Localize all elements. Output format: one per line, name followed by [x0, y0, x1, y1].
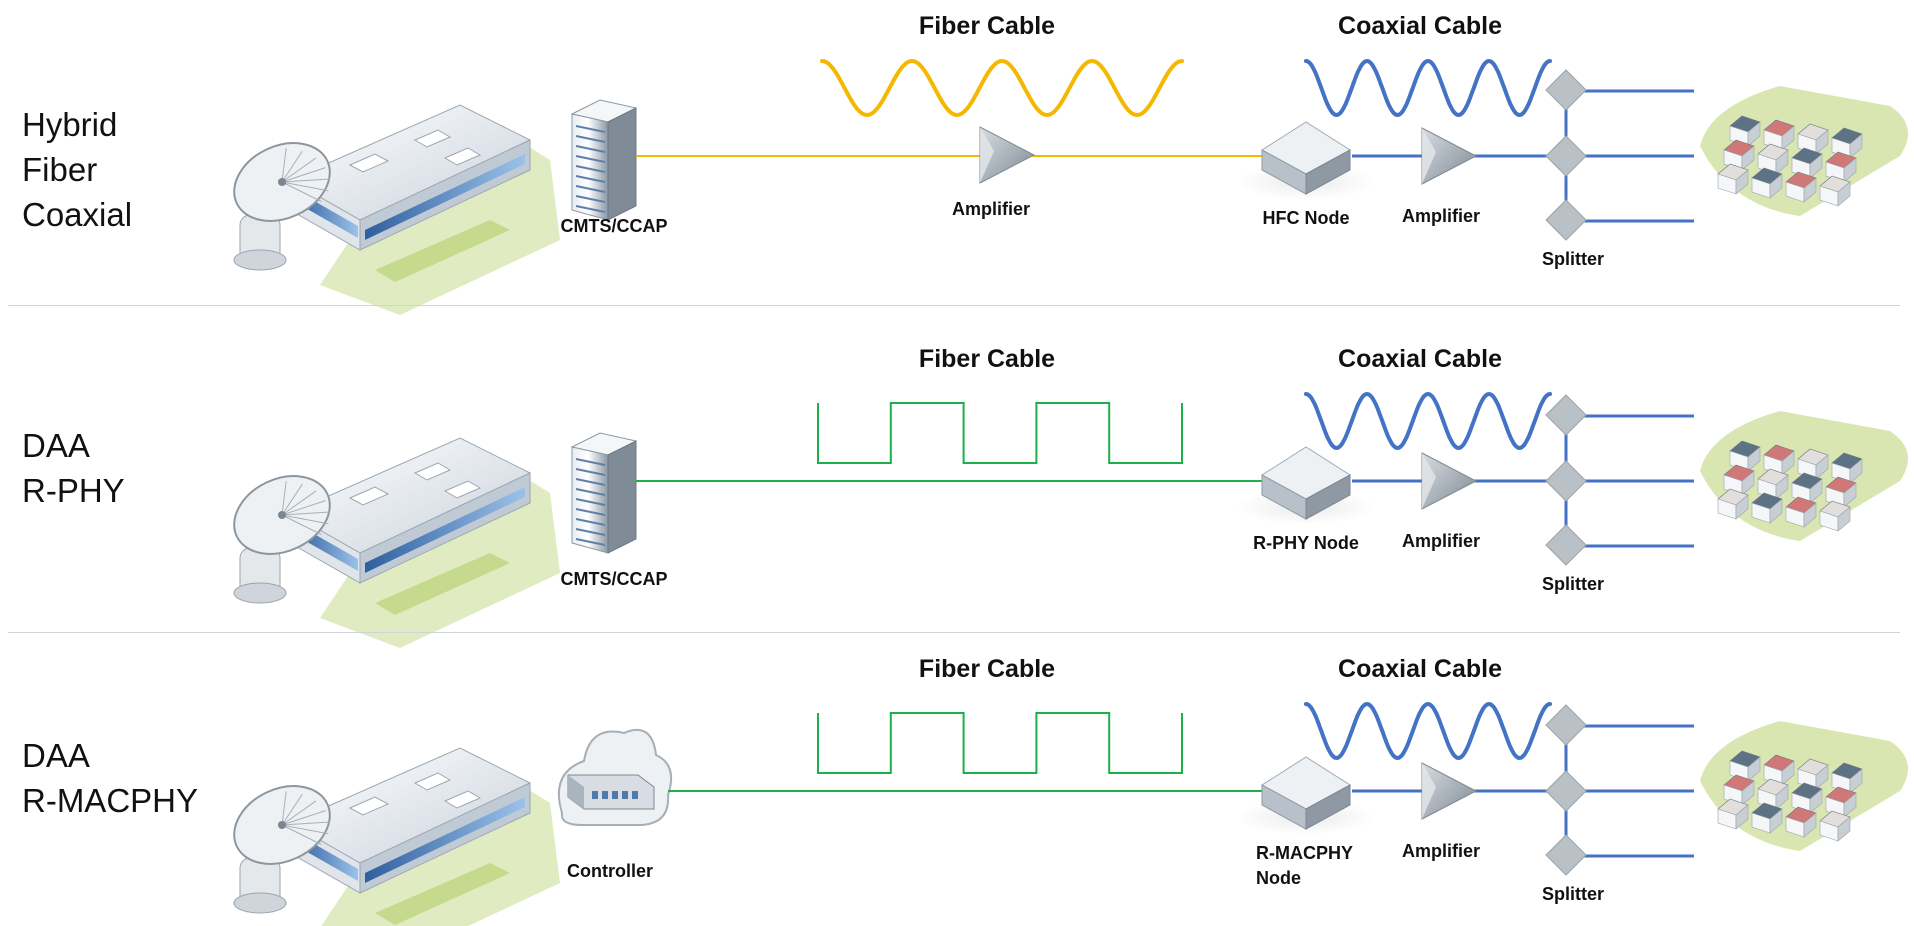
- amplifier-label: Amplifier: [1401, 531, 1481, 551]
- splitter-icon: [1545, 704, 1587, 746]
- device-label: CMTS/CCAP: [560, 216, 668, 236]
- splitter-icon: [1545, 834, 1587, 876]
- row-title-line: Coaxial: [22, 196, 133, 233]
- amplifier-icon: [1421, 762, 1478, 820]
- row-title-line: Hybrid: [22, 106, 118, 143]
- node-label-line: Node: [1256, 868, 1301, 888]
- satellite-headend-icon: [233, 104, 560, 315]
- fiber-cable-heading: Fiber Cable: [918, 655, 1056, 683]
- digital-signal-wave: [817, 712, 1183, 774]
- splitter-icon: [1545, 394, 1587, 436]
- splitter-label: Splitter: [1541, 574, 1605, 594]
- node-label-line: HFC Node: [1262, 208, 1350, 228]
- splitter-icon: [1545, 69, 1587, 111]
- node-icon: [1236, 446, 1376, 525]
- coax-signal-wave: [1304, 391, 1552, 451]
- fiber-amplifier-label: Amplifier: [951, 199, 1031, 219]
- amplifier-icon: [979, 126, 1036, 184]
- splitter-icon: [1545, 199, 1587, 241]
- coaxial-cable-heading: Coaxial Cable: [1338, 655, 1502, 683]
- server-rack-icon: [570, 99, 638, 221]
- device-label: Controller: [566, 861, 654, 881]
- splitter-icon: [1545, 135, 1587, 177]
- amplifier-label: Amplifier: [1401, 841, 1481, 861]
- fiber-cable-heading: Fiber Cable: [918, 345, 1056, 373]
- coax-signal-wave: [1304, 58, 1552, 118]
- row-3: [233, 701, 1908, 926]
- node-label: HFC Node: [1263, 206, 1350, 231]
- node-label-line: R-MACPHY: [1256, 843, 1353, 863]
- splitter-label: Splitter: [1541, 884, 1605, 904]
- row-title: DAA R-PHY: [22, 423, 125, 513]
- amplifier-icon: [1421, 452, 1478, 510]
- houses-icon: [1700, 411, 1908, 541]
- node-label: R-PHY Node: [1253, 531, 1359, 556]
- node-icon: [1236, 121, 1376, 200]
- row-1: [233, 58, 1908, 315]
- node-label: R-MACPHY Node: [1256, 841, 1353, 891]
- row-title-line: Fiber: [22, 151, 98, 188]
- cloud-controller-icon: [557, 728, 672, 826]
- splitter-label: Splitter: [1541, 249, 1605, 269]
- row-title-line: DAA: [22, 427, 90, 464]
- row-divider: [8, 305, 1900, 306]
- digital-signal-wave: [817, 402, 1183, 464]
- houses-icon: [1700, 86, 1908, 216]
- coaxial-cable-heading: Coaxial Cable: [1338, 345, 1502, 373]
- coaxial-cable-heading: Coaxial Cable: [1338, 12, 1502, 40]
- server-rack-icon: [570, 432, 638, 554]
- coax-signal-wave: [1304, 701, 1552, 761]
- row-2: [233, 391, 1908, 648]
- houses-icon: [1700, 721, 1908, 851]
- amplifier-label: Amplifier: [1401, 206, 1481, 226]
- node-icon: [1236, 756, 1376, 835]
- fiber-cable-heading: Fiber Cable: [918, 12, 1056, 40]
- node-label-line: R-PHY Node: [1253, 533, 1359, 553]
- amplifier-icon: [1421, 127, 1478, 185]
- device-label: CMTS/CCAP: [560, 569, 668, 589]
- splitter-icon: [1545, 524, 1587, 566]
- row-divider: [8, 632, 1900, 633]
- splitter-icon: [1545, 460, 1587, 502]
- satellite-headend-icon: [233, 747, 560, 926]
- row-title-line: DAA: [22, 737, 90, 774]
- satellite-headend-icon: [233, 437, 560, 648]
- analog-signal-wave: [820, 58, 1184, 118]
- row-title-line: R-PHY: [22, 472, 125, 509]
- splitter-icon: [1545, 770, 1587, 812]
- row-title: DAA R-MACPHY: [22, 733, 198, 823]
- row-title-line: R-MACPHY: [22, 782, 199, 819]
